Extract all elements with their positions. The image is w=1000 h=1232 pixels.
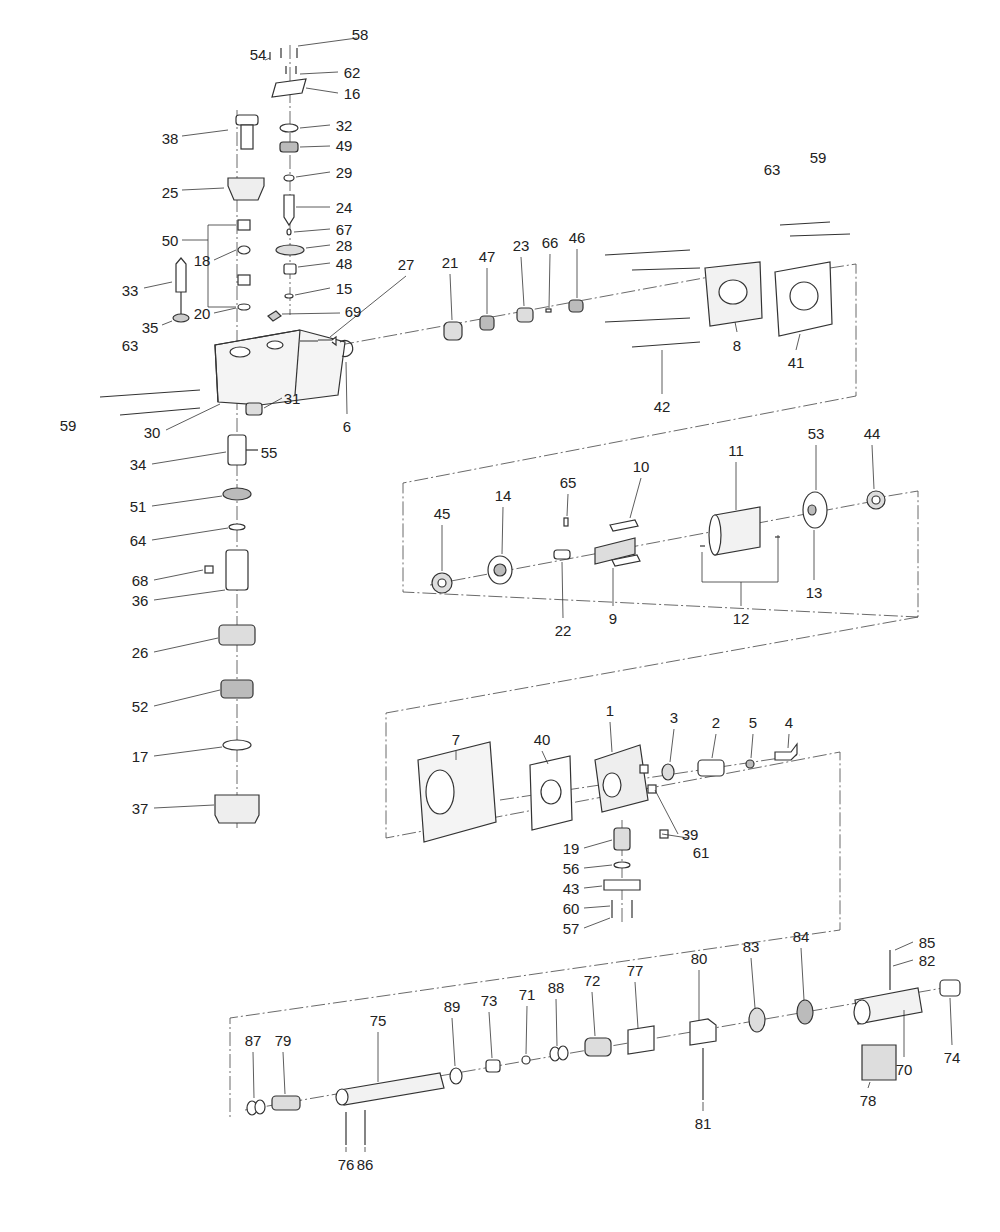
callout-number: 30 [144,425,161,440]
callout-number: 27 [398,257,415,272]
callout-number: 32 [336,118,353,133]
callout-number: 52 [132,699,149,714]
callout-number: 16 [344,86,361,101]
callout-number: 51 [130,499,147,514]
callout-number: 17 [132,749,149,764]
callout-number: 67 [336,222,353,237]
callout-number: 29 [336,165,353,180]
callout-number: 80 [691,951,708,966]
callout-number: 20 [194,306,211,321]
callout-number: 48 [336,256,353,271]
callout-number: 54 [250,47,267,62]
callout-number: 85 [919,935,936,950]
callout-number: 44 [864,426,881,441]
callout-number: 73 [481,993,498,1008]
callout-number: 63 [764,162,781,177]
callout-number: 43 [563,881,580,896]
callout-number: 81 [695,1116,712,1131]
callout-number: 60 [563,901,580,916]
callout-number: 4 [785,715,793,730]
callout-number: 59 [60,418,77,433]
callout-number: 84 [793,929,810,944]
callout-number: 7 [452,732,460,747]
callout-number: 8 [733,338,741,353]
callout-number: 46 [569,230,586,245]
callout-number: 87 [245,1033,262,1048]
callout-number: 2 [712,715,720,730]
callout-number: 83 [743,939,760,954]
callout-number: 33 [122,283,139,298]
callout-number: 68 [132,573,149,588]
callout-number: 62 [344,65,361,80]
callout-number: 23 [513,238,530,253]
callout-number: 12 [733,611,750,626]
callout-number: 63 [122,338,139,353]
callout-number: 55 [261,445,278,460]
callout-number: 18 [194,253,211,268]
callout-number: 76 [338,1157,355,1172]
callout-number: 26 [132,645,149,660]
callout-number: 36 [132,593,149,608]
callout-number: 57 [563,921,580,936]
callout-number: 1 [606,703,614,718]
callout-number: 69 [345,304,362,319]
callout-number: 82 [919,953,936,968]
callout-number: 40 [534,732,551,747]
callout-number: 31 [284,391,301,406]
callout-number: 34 [130,457,147,472]
callout-number: 9 [609,611,617,626]
callout-number: 22 [555,623,572,638]
callout-number: 86 [357,1157,374,1172]
callout-number: 5 [749,715,757,730]
callout-number: 11 [728,443,744,458]
callout-number: 42 [654,399,671,414]
callout-number: 77 [627,963,644,978]
callout-number: 28 [336,238,353,253]
callout-number: 78 [860,1093,877,1108]
callout-number: 59 [810,150,827,165]
callout-number: 24 [336,200,353,215]
callout-number: 10 [633,459,650,474]
callout-number: 72 [584,973,601,988]
callout-number: 14 [495,488,512,503]
callout-number: 38 [162,131,179,146]
callout-number: 39 [682,827,699,842]
callout-number: 50 [162,233,179,248]
callout-number: 13 [806,585,823,600]
callout-number: 64 [130,533,147,548]
callout-number: 45 [434,506,451,521]
callout-number: 41 [788,355,805,370]
callout-number: 66 [542,235,559,250]
callout-number: 75 [370,1013,387,1028]
callout-number: 61 [693,845,710,860]
callout-number: 49 [336,138,353,153]
callout-number: 71 [519,987,536,1002]
callout-number: 79 [275,1033,292,1048]
callout-number: 74 [944,1050,961,1065]
callout-number: 19 [563,841,580,856]
callout-number: 53 [808,426,825,441]
callout-number: 21 [442,255,459,270]
callout-number: 47 [479,249,496,264]
callout-number: 37 [132,801,149,816]
callout-number: 3 [670,710,678,725]
callout-number: 89 [444,999,461,1014]
callout-number: 6 [343,419,351,434]
callout-number: 35 [142,320,159,335]
callout-number: 56 [563,861,580,876]
callout-number: 65 [560,475,577,490]
callout-number: 15 [336,281,353,296]
callout-number: 70 [896,1062,913,1077]
callout-number: 25 [162,185,179,200]
callout-number: 58 [352,27,369,42]
callout-number: 88 [548,980,565,995]
